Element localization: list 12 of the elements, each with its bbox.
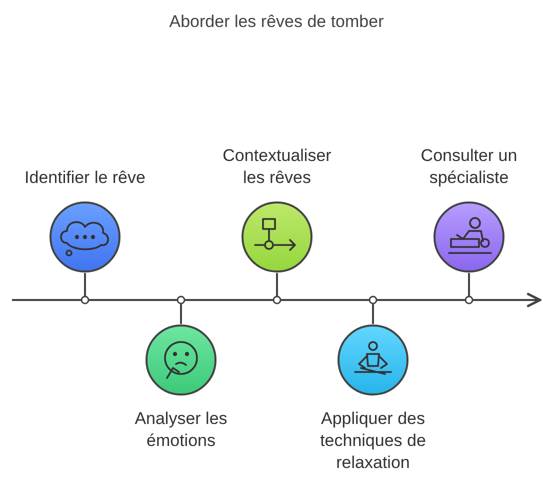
connector-line (464, 273, 474, 304)
timeline-arrow (12, 292, 542, 308)
step-label: Contextualiser les rêves (222, 145, 332, 189)
connector-line (80, 273, 90, 304)
connector-line (368, 296, 378, 324)
step-label: Identifier le rêve (24, 167, 146, 189)
step-label: Analyser les émotions (134, 408, 228, 452)
connector-line (272, 273, 282, 304)
step-label: Appliquer des techniques de relaxation (319, 408, 427, 474)
diagram-title: Aborder les rêves de tomber (168, 12, 385, 32)
connector-line (176, 296, 186, 324)
step-label: Consulter un spécialiste (420, 145, 518, 189)
